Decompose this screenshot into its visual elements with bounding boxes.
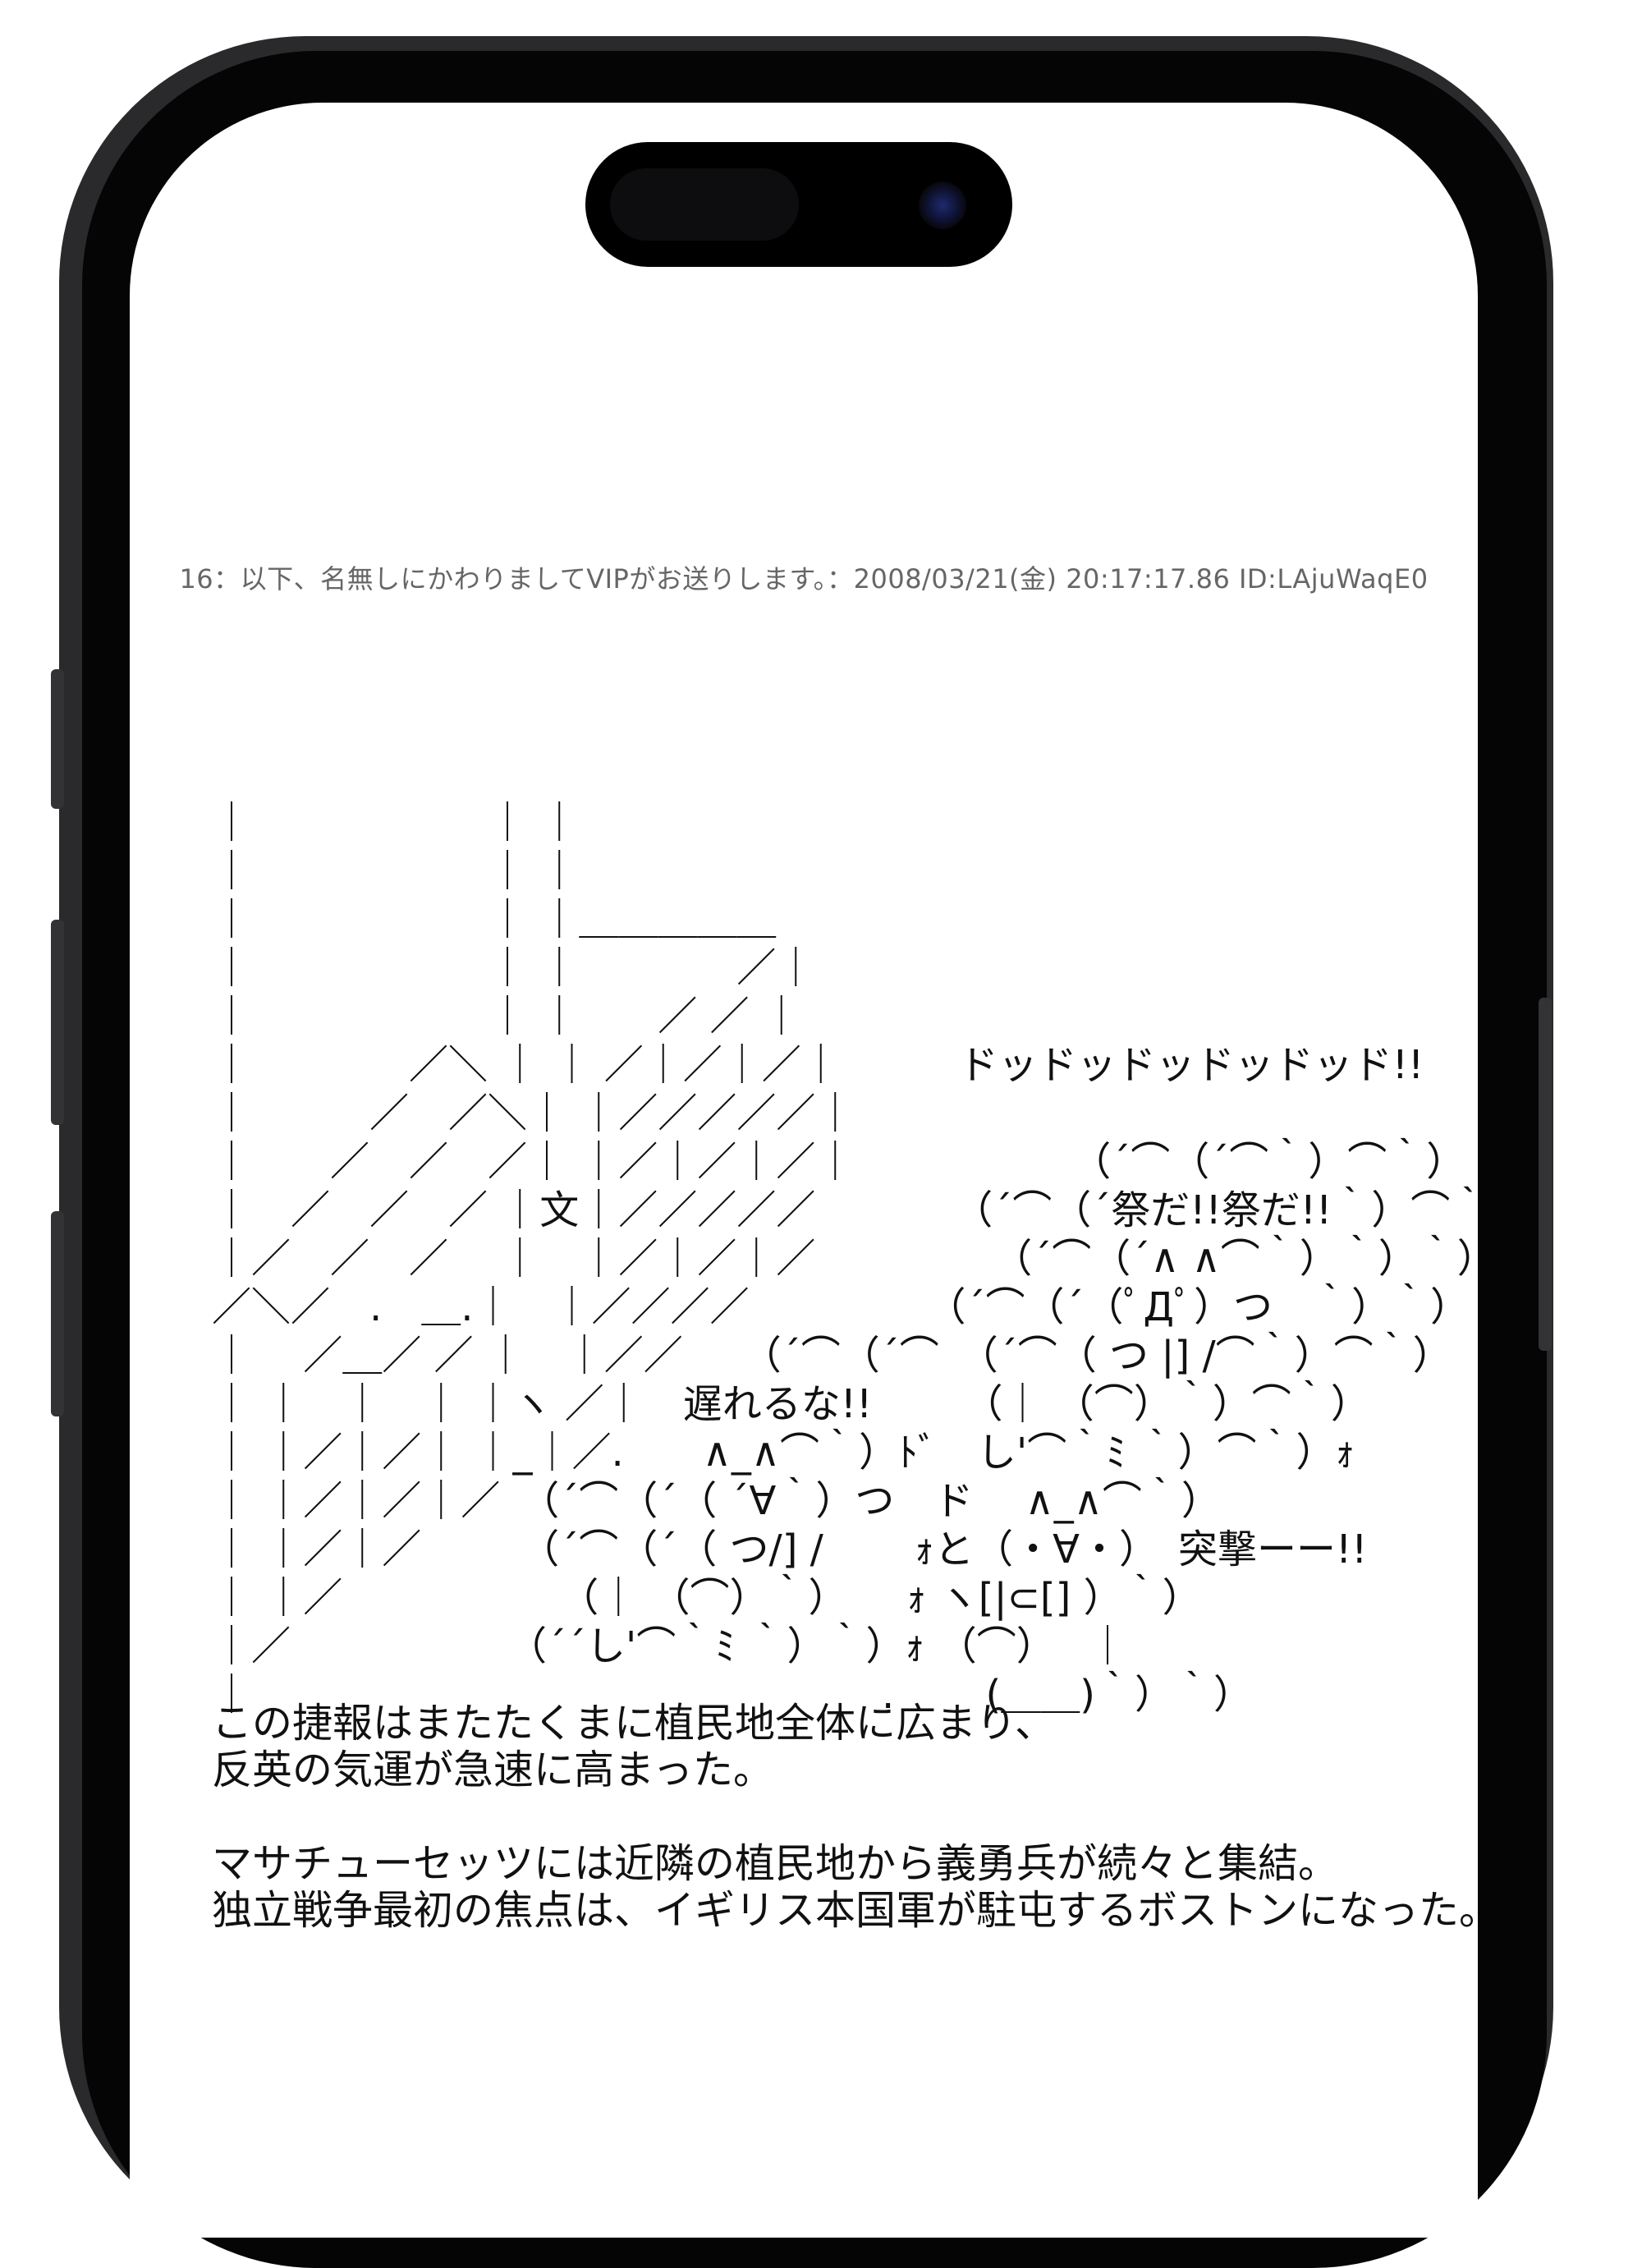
post-header: 16：以下、名無しにかわりましてVIPがお送りします。：2008/03/21(金… (179, 563, 1429, 595)
volume-down-button (51, 1211, 64, 1416)
post-body: この捷報はまたたくまに植民地全体に広まり、 反英の気運が急速に高まった。 マサチ… (212, 1700, 1478, 1934)
action-button (51, 669, 64, 809)
phone-screen[interactable]: 16：以下、名無しにかわりましてVIPがお送りします。：2008/03/21(金… (130, 103, 1478, 2238)
dynamic-island (585, 142, 1012, 267)
power-button (1539, 998, 1552, 1351)
sensor-pill (610, 168, 799, 241)
ascii-art: ｜ ｜ ｜ ｜ ｜ ｜ ｜ ｜ ｜＿＿＿＿＿ ｜ ｜ ｜ ／｜ ｜ ｜ ｜ ／ … (212, 800, 1478, 1718)
camera-icon (919, 181, 966, 229)
volume-up-button (51, 920, 64, 1125)
